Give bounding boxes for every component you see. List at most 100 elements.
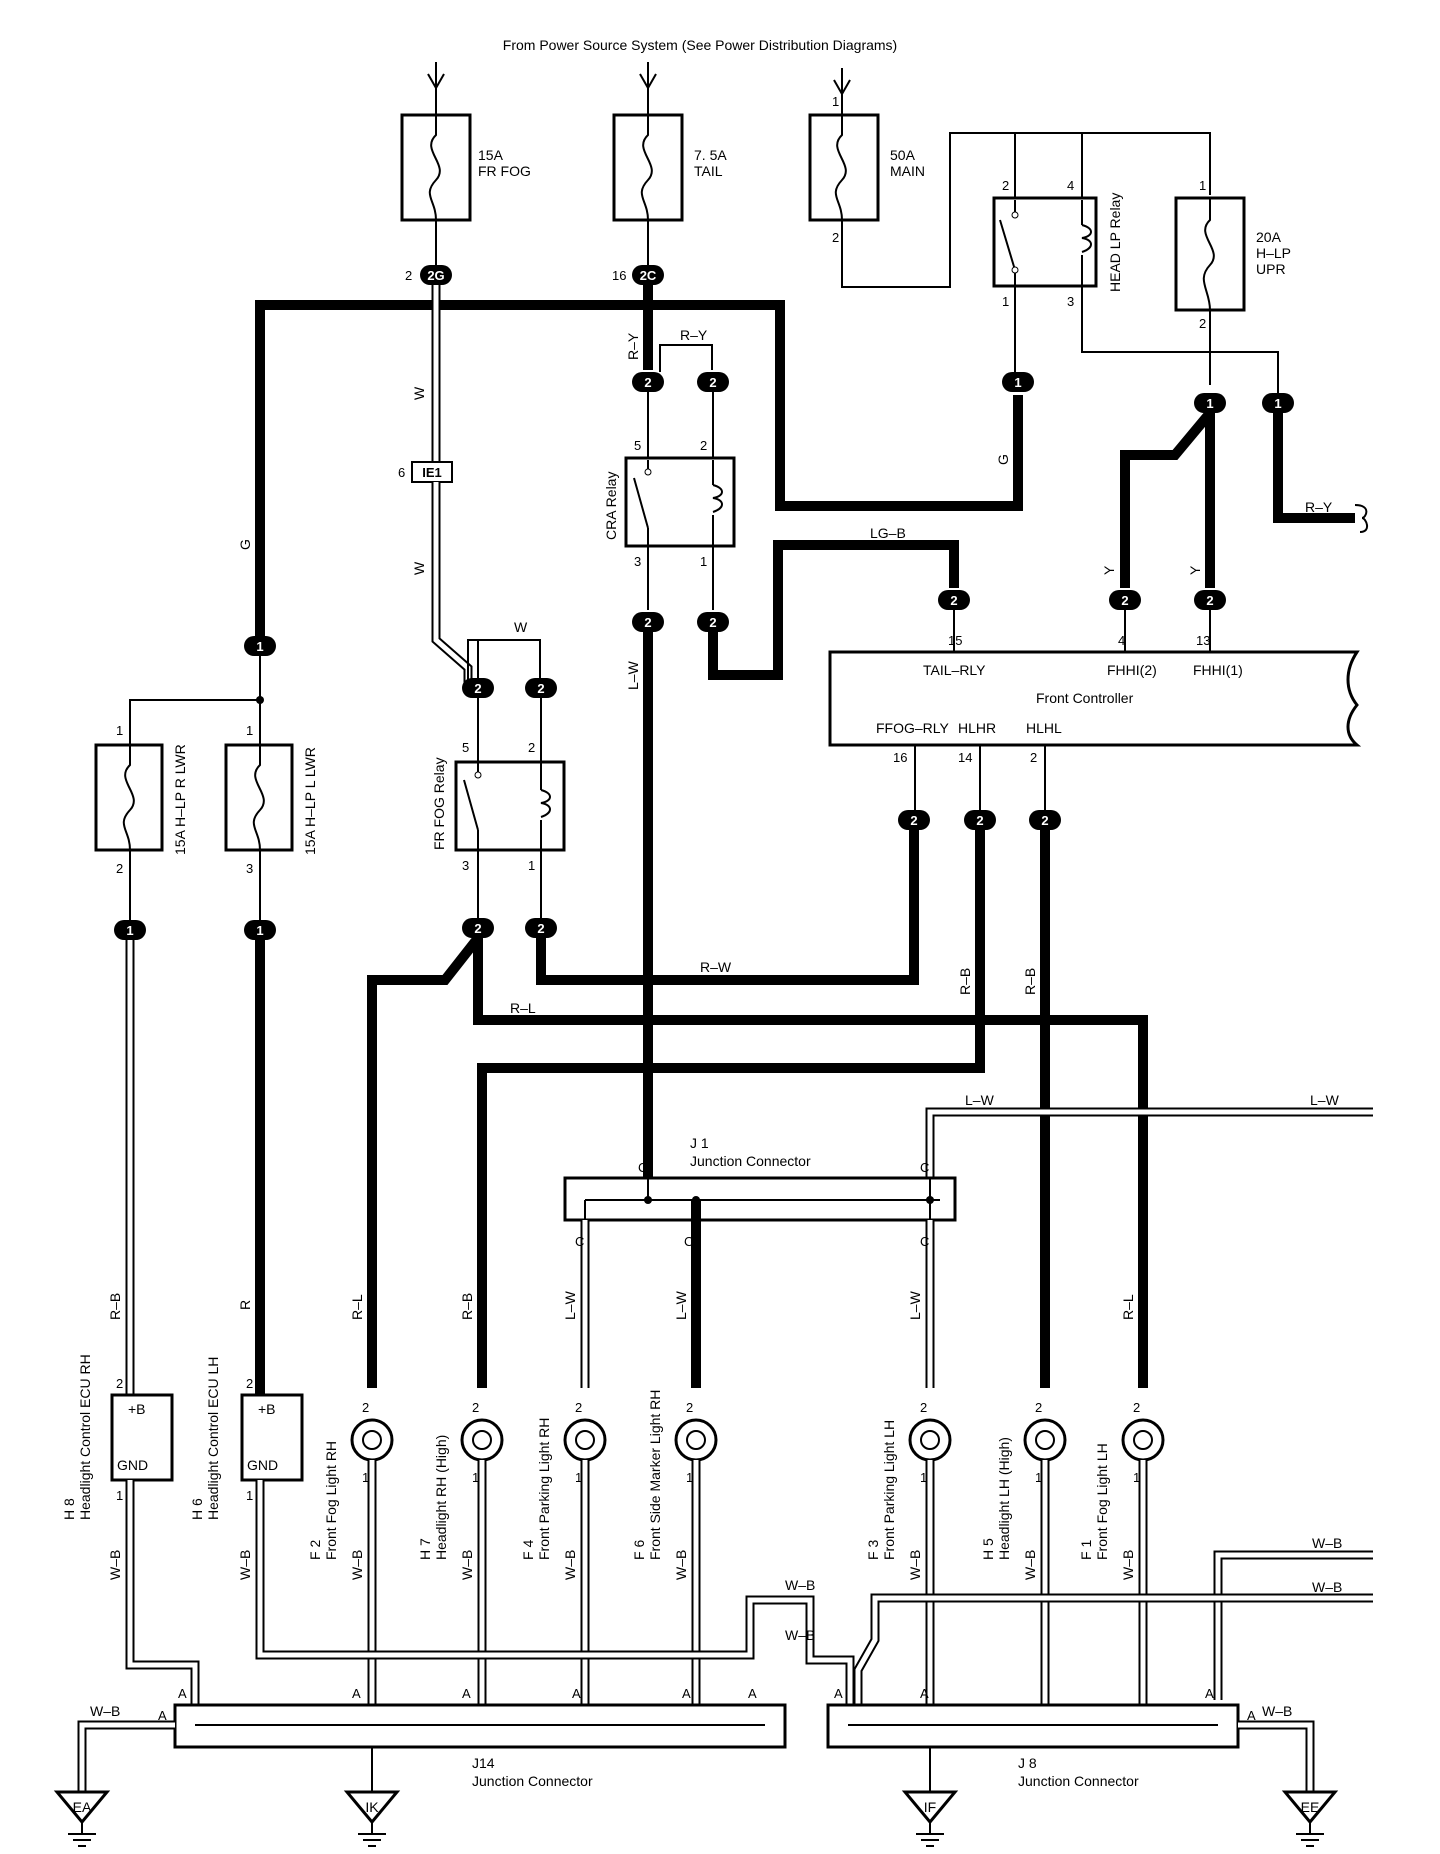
svg-text:2: 2 [1002,178,1009,193]
svg-text:MAIN: MAIN [890,163,925,179]
lamp-pin-2: 2 [1133,1400,1140,1415]
svg-text:R–L: R–L [349,1294,365,1320]
svg-text:1: 1 [1206,396,1213,411]
svg-text:4: 4 [1067,178,1074,193]
svg-text:J 1: J 1 [690,1135,709,1151]
svg-text:1: 1 [528,858,535,873]
fuse-fr-fog: 15A FR FOG [400,113,531,222]
lamp-name: Headlight RH (High) [433,1435,449,1560]
svg-text:W: W [514,619,528,635]
svg-text:1: 1 [1002,294,1009,309]
svg-text:R–Y: R–Y [1305,499,1333,515]
svg-text:A: A [748,1686,757,1701]
svg-text:1: 1 [246,1488,253,1503]
svg-text:A: A [572,1686,581,1701]
svg-text:R–B: R–B [957,968,973,995]
svg-text:2: 2 [700,438,707,453]
ground-ea: EA [53,1790,111,1847]
svg-text:16: 16 [893,750,907,765]
svg-text:Headlight Control ECU RH: Headlight Control ECU RH [77,1354,93,1520]
svg-text:W–B: W–B [90,1703,120,1719]
lamp-id: H 5 [980,1538,996,1560]
svg-text:1: 1 [116,723,123,738]
svg-text:1: 1 [1014,375,1021,390]
lamp-pin-2: 2 [686,1400,693,1415]
connector-2-fog-5: 2 [462,678,494,698]
svg-text:16: 16 [612,268,626,283]
head-lp-out-3 [1081,286,1279,372]
svg-text:CRA Relay: CRA Relay [603,472,619,540]
svg-text:3: 3 [462,858,469,873]
lamp-id: F 6 [631,1540,647,1560]
lamp-pin-1: 1 [920,1470,927,1485]
svg-text:2: 2 [644,375,651,390]
wire-r-l-rh [367,934,482,1388]
svg-text:2: 2 [405,268,412,283]
svg-text:1: 1 [1199,178,1206,193]
wire-ry-right [1273,413,1355,523]
lamp-id: F 2 [307,1540,323,1560]
svg-text:A: A [1205,1686,1214,1701]
svg-text:C: C [920,1160,929,1175]
svg-text:50A: 50A [890,147,916,163]
svg-text:TAIL: TAIL [694,163,723,179]
lamp-pin-2: 2 [575,1400,582,1415]
lamp-pin-1: 1 [362,1470,369,1485]
svg-text:2: 2 [116,1376,123,1391]
svg-text:Junction Connector: Junction Connector [1018,1773,1139,1789]
svg-text:2: 2 [1121,593,1128,608]
wire-r-w [536,830,919,985]
svg-text:15A H–LP L LWR: 15A H–LP L LWR [302,747,318,855]
svg-text:1: 1 [246,723,253,738]
svg-text:2: 2 [709,615,716,630]
svg-text:W: W [411,561,427,575]
svg-text:A: A [1247,1708,1256,1723]
lamp-wire-wb: W–B [1120,1550,1136,1580]
connector-1-hlp-upr: 1 [1194,393,1226,413]
svg-text:W–B: W–B [785,1577,815,1593]
svg-text:W–B: W–B [1312,1579,1342,1595]
lamp-pin-2: 2 [920,1400,927,1415]
connector-2g: 2G 2 [405,265,452,285]
svg-text:UPR: UPR [1256,261,1286,277]
svg-text:Y: Y [1187,565,1203,575]
svg-text:Headlight Control ECU LH: Headlight Control ECU LH [205,1357,221,1520]
svg-text:1: 1 [126,923,133,938]
svg-text:R–Y: R–Y [680,327,708,343]
svg-text:2: 2 [644,615,651,630]
connector-1-head-lp: 1 [1002,372,1034,392]
svg-text:H 6: H 6 [189,1498,205,1520]
svg-text:3: 3 [246,861,253,876]
svg-text:2: 2 [474,921,481,936]
svg-text:2: 2 [976,813,983,828]
connector-ie1: IE1 6 [398,461,453,483]
lamp-wire-wb: W–B [907,1550,923,1580]
svg-text:7. 5A: 7. 5A [694,147,727,163]
connector-2-hlhl: 2 [1029,810,1061,830]
svg-text:3: 3 [634,554,641,569]
svg-text:5: 5 [462,740,469,755]
svg-text:2: 2 [910,813,917,828]
headlight-ecu-lh: 2 +B GND 1 H 6 Headlight Control ECU LH [189,1357,304,1520]
svg-text:L–W: L–W [625,660,641,690]
svg-text:2C: 2C [640,268,657,283]
connector-2-fhhi2: 2 [1109,590,1141,610]
connector-2-fhhi1: 2 [1194,590,1226,610]
lwr-feed-wire [129,656,261,745]
svg-text:1: 1 [116,1488,123,1503]
svg-text:L–W: L–W [1310,1092,1340,1108]
connector-2-ffog-rly: 2 [898,810,930,830]
lamp-name: Front Parking Light RH [536,1418,552,1560]
cra-relay: 5 2 3 1 CRA Relay [603,438,736,569]
lamp-pin-1: 1 [686,1470,693,1485]
svg-text:C: C [684,1234,693,1249]
svg-text:+B: +B [258,1401,276,1417]
svg-text:R–B: R–B [459,1293,475,1320]
lamp-pin-1: 1 [1133,1470,1140,1485]
lamp-pin-1: 1 [472,1470,479,1485]
svg-text:2: 2 [537,681,544,696]
wire-y-fhhi2 [1120,409,1214,588]
wire-r-b-rh [477,830,985,1388]
